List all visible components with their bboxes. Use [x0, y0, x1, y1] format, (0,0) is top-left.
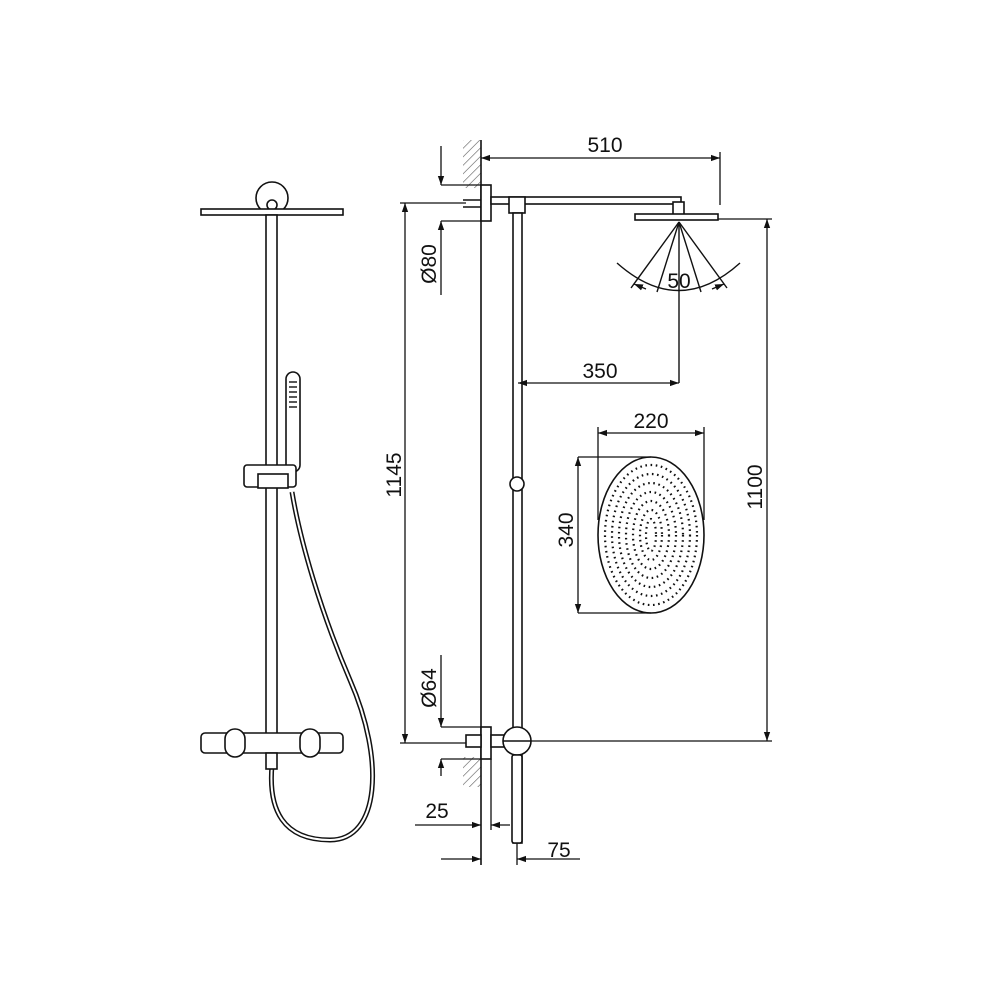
dim-spray-angle-50-label: 50 — [667, 270, 690, 293]
mixer-outlet — [265, 752, 278, 770]
thermostatic-mixer-body — [200, 732, 344, 754]
dim-1100-label: 1100 — [744, 464, 767, 509]
dim-25-label: 25 — [425, 800, 448, 823]
arm-joint — [508, 196, 526, 214]
slider-knob-side — [509, 476, 525, 492]
flexible-hose — [268, 491, 375, 843]
overhead-arm — [490, 196, 682, 205]
dim-220-label: 220 — [633, 410, 668, 433]
wall-hatch-top — [463, 140, 481, 188]
shower-nozzle-rings — [603, 463, 699, 607]
overhead-shower-plan — [597, 456, 705, 614]
dim-1145-label: 1145 — [383, 452, 406, 497]
dim-diameter-80-label: Ø80 — [418, 244, 441, 284]
overhead-shower-plate-front — [200, 208, 344, 216]
mixer-right-handle — [299, 728, 321, 758]
dim-350-label: 350 — [582, 360, 617, 383]
dim-340-label: 340 — [555, 512, 578, 547]
hand-shower-nozzles — [289, 381, 297, 408]
mixer-outlet-side — [511, 754, 523, 844]
top-wall-bracket — [480, 184, 492, 222]
dim-75-label: 75 — [547, 839, 570, 862]
overhead-shower-plate-side — [634, 213, 719, 221]
front-view — [200, 181, 375, 843]
side-view — [463, 140, 741, 865]
spray-angle — [616, 221, 741, 383]
wall-hatch-bottom — [463, 757, 481, 787]
slider-holder-clip — [257, 473, 289, 489]
dim-510-label: 510 — [587, 134, 622, 157]
dimension-lines — [400, 146, 772, 865]
bottom-wall-bracket — [480, 726, 492, 760]
mixer-left-handle — [224, 728, 246, 758]
dim-diameter-64-label: Ø64 — [418, 668, 441, 708]
